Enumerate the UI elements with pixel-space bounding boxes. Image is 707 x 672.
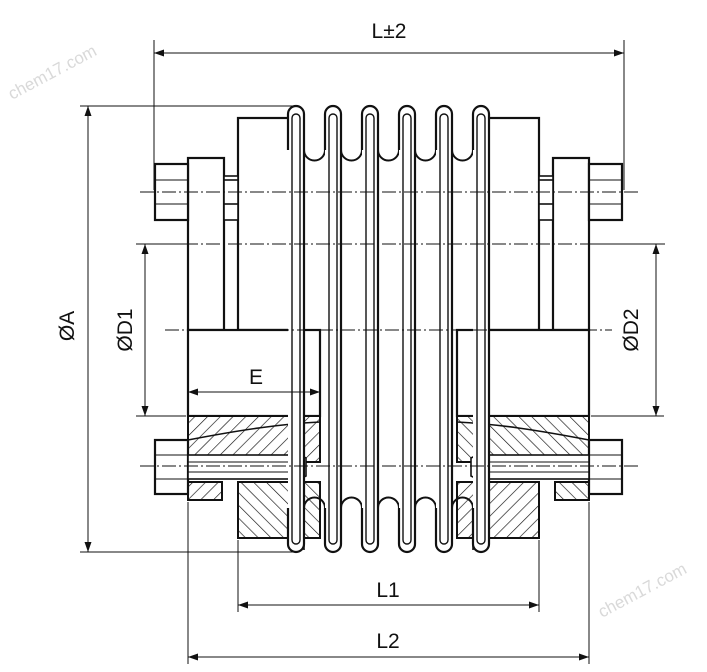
label-bore-1: ØD1 [114,308,137,351]
bellows-fold-inner [291,113,301,545]
left-upper-bolt [153,162,239,222]
left-section [153,415,321,550]
label-overall-length: L±2 [372,20,407,43]
dim-bore-2: ØD2 [591,243,664,417]
center-lines [140,191,668,467]
bellows-valley [377,496,400,509]
bellows-valley [414,496,437,509]
bellows-fold-inner [439,113,449,545]
label-length-1: L1 [376,579,399,602]
label-outer-diameter: ØA [56,311,79,341]
bellows-valley [303,496,326,509]
dim-overall-length: L±2 [153,20,625,190]
bellows-valley [414,149,437,162]
dim-hub-length: E [188,366,320,396]
bellows-fold [434,104,454,554]
label-hub-length: E [249,366,263,389]
bellows-valley [340,149,363,162]
bellows-valley [451,496,474,509]
bellows-fold [323,104,343,554]
bellows-valley [340,496,363,509]
bellows-fold [471,104,491,554]
bellows-fold-inner [402,113,412,545]
bellows-fold-inner [328,113,338,545]
bellows-fold [360,104,380,554]
watermark-top: chem17.com [5,41,100,103]
bellows-fold-inner [365,113,375,545]
bellows [286,104,491,554]
bellows-valley [451,149,474,162]
label-length-2: L2 [376,630,399,653]
dim-bore-1: ØD1 [114,243,186,417]
bellows-fold-inner [476,113,486,545]
label-bore-2: ØD2 [620,308,643,351]
bellows-valley [303,149,326,162]
bellows-fold [397,104,417,554]
dim-length-1: L1 [237,540,540,612]
dim-length-2: L2 [187,502,590,664]
watermark-bottom: chem17.com [595,559,690,621]
bellows-valley [377,149,400,162]
bellows-fold [286,104,306,554]
